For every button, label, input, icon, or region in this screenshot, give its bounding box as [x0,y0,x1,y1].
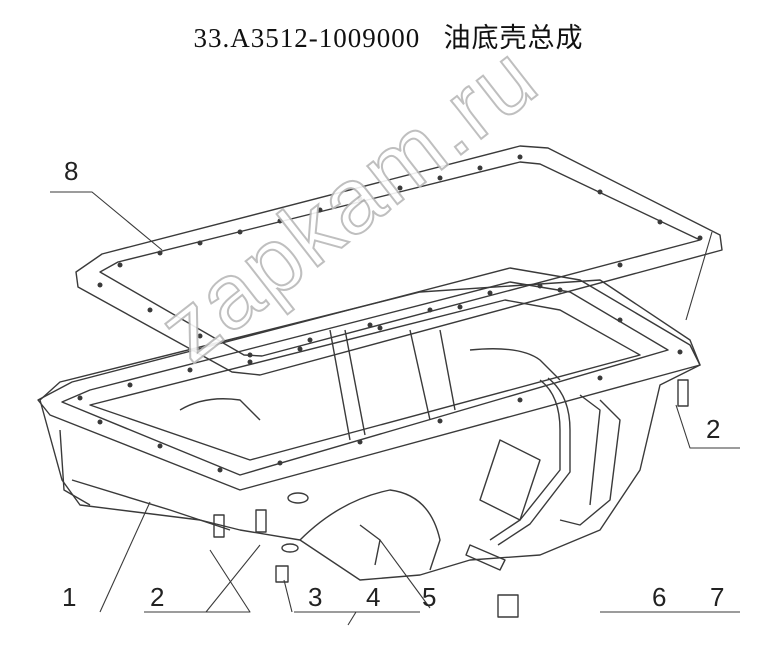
callout-leaders [50,191,740,626]
callout-7: 7 [710,582,725,612]
callout-5: 5 [422,582,437,612]
fasteners [213,379,689,618]
diagram-title: 33.A3512-1009000 油底壳总成 [193,23,584,53]
suction-pipe [465,377,571,571]
callout-8: 8 [64,156,79,186]
gasket [75,145,723,376]
callout-6: 6 [652,582,667,612]
bolt-holes [77,154,703,473]
oil-pan-body [39,279,701,581]
callout-1: 1 [62,582,77,612]
callout-2-right: 2 [706,414,721,444]
oil-pan-flange [37,267,701,491]
callout-3: 3 [308,582,323,612]
callout-2-left: 2 [150,582,165,612]
callout-4: 4 [366,582,381,612]
